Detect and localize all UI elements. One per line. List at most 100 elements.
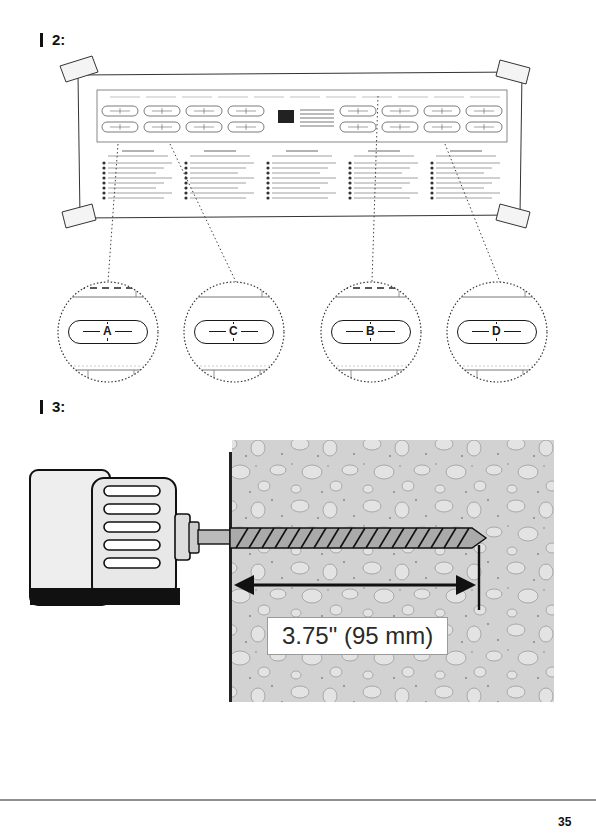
crosshair-mark: [472, 331, 489, 332]
template-bullet: [348, 191, 351, 194]
template-edge: [262, 282, 263, 297]
template-bullet: [348, 161, 351, 164]
crosshair-mark: [504, 331, 521, 332]
template-slot-mark: [358, 108, 359, 114]
anchor-slot: C: [194, 320, 274, 344]
template-edge: [447, 370, 547, 371]
template-bullet: [430, 176, 433, 179]
footer-rule: [0, 800, 596, 801]
bit-flute: [288, 528, 300, 548]
bit-flute: [392, 528, 404, 548]
bit-flute: [340, 528, 352, 548]
template-edge: [58, 366, 158, 367]
template-edge: [184, 370, 284, 371]
template-print: [436, 188, 484, 189]
template-print: [272, 173, 320, 174]
template-edge: [321, 366, 421, 367]
template-bullet: [184, 181, 187, 184]
template-edge: [399, 282, 400, 297]
template-slot: [186, 122, 222, 132]
template-print: [300, 122, 334, 123]
template-print: [108, 193, 172, 194]
template-print: [190, 178, 254, 179]
template-bullet: [430, 161, 433, 164]
bit-flute: [314, 528, 326, 548]
crosshair-mark: [496, 338, 497, 340]
template-bullet: [102, 196, 105, 199]
template-print: [436, 183, 492, 184]
template-slot: [228, 122, 264, 132]
template-print: [190, 188, 238, 189]
template-print: [354, 198, 410, 199]
template-edge: [214, 370, 215, 382]
template-slot: [424, 122, 460, 132]
circle-content: [321, 282, 421, 382]
template-print: [108, 183, 164, 184]
template-bullet: [348, 166, 351, 169]
template-print: [436, 156, 496, 157]
template-print: [300, 118, 334, 119]
template-print: [436, 193, 500, 194]
crosshair-mark: [346, 331, 363, 332]
template-slot: [186, 106, 222, 116]
template-print: [354, 173, 402, 174]
template-print: [272, 193, 336, 194]
template-slot: [382, 106, 418, 116]
dimension-value: 3.75" (95 mm): [282, 623, 433, 649]
crosshair-mark: [107, 322, 108, 324]
bit-flute: [353, 528, 365, 548]
template-print: [190, 168, 246, 169]
template-bullet: [102, 191, 105, 194]
template-bullet: [184, 161, 187, 164]
template-edge: [136, 282, 137, 297]
anchor-slot: D: [457, 320, 537, 344]
crosshair-mark: [115, 331, 132, 332]
slot-letter: B: [366, 325, 375, 337]
crosshair-mark: [107, 338, 108, 340]
template-slot-mark: [484, 108, 485, 114]
circle-ground: [321, 282, 421, 382]
crosshair-mark: [370, 322, 371, 324]
template-print: [272, 163, 336, 164]
template-print: [354, 188, 402, 189]
template-print: [272, 178, 336, 179]
template-print: [108, 173, 156, 174]
template-slot-mark: [484, 124, 485, 130]
template-frame: [97, 90, 507, 142]
tape: [496, 60, 530, 84]
anchor-slot: A: [68, 320, 148, 344]
dimension-arrow: [234, 545, 479, 610]
bit-flute: [418, 528, 430, 548]
template-bullet: [430, 196, 433, 199]
template-bullet: [348, 176, 351, 179]
template-print: [354, 193, 418, 194]
template-print: [110, 97, 500, 98]
circle-content: [184, 282, 284, 382]
template-edge: [525, 282, 526, 297]
template-print: [436, 168, 492, 169]
template-edge: [88, 370, 89, 382]
dimension-box: 3.75" (95 mm): [267, 617, 448, 655]
template-print: [354, 178, 418, 179]
bit-flute: [444, 528, 456, 548]
template-print: [272, 198, 328, 199]
template-slot-mark: [246, 108, 247, 114]
template-print: [300, 126, 334, 127]
template-slot: [424, 106, 460, 116]
bit-flute: [262, 528, 274, 548]
template-bullet: [184, 186, 187, 189]
template-print: [190, 163, 254, 164]
tape: [496, 204, 530, 228]
template-print: [108, 178, 172, 179]
template-bullet: [184, 196, 187, 199]
template-bullet: [102, 176, 105, 179]
template-bullet: [102, 181, 105, 184]
template-print: [122, 151, 154, 152]
template-bullet: [184, 171, 187, 174]
circle-ground: [447, 282, 547, 382]
template-bullet: [348, 186, 351, 189]
template-slot-mark: [120, 108, 121, 114]
magnifier-outline: [58, 282, 158, 382]
bit-flute: [366, 528, 378, 548]
